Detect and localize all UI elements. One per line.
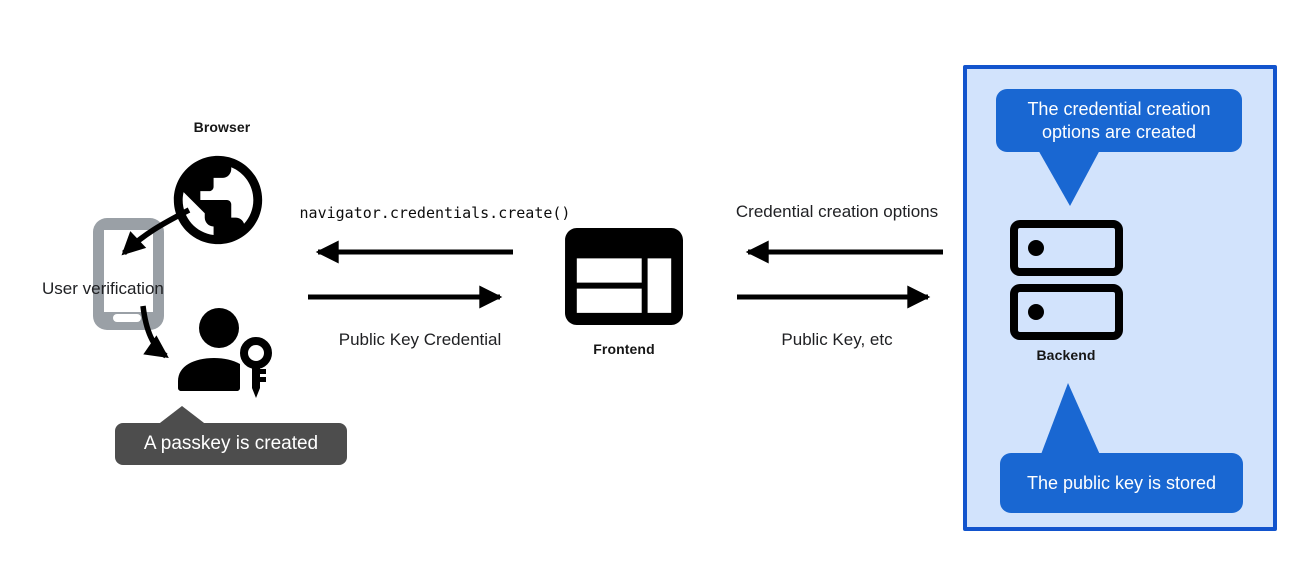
browser-label: Browser	[193, 119, 251, 135]
passkey-created-tooltip: A passkey is created	[115, 423, 347, 465]
smartphone-icon	[93, 218, 164, 330]
public-key-credential-label: Public Key Credential	[338, 330, 502, 349]
user-verification-label: User verification	[42, 279, 164, 298]
public-key-stored-bubble: The public key is stored	[1000, 453, 1243, 513]
globe-browser-icon	[173, 155, 263, 245]
credential-creation-options-label: Credential creation options	[735, 202, 939, 221]
navigator-credentials-create-label: navigator.credentials.create()	[299, 204, 571, 222]
backend-label: Backend	[1036, 347, 1096, 363]
person-key-icon	[178, 308, 272, 398]
backend-server-icon	[1010, 220, 1123, 340]
public-key-etc-label: Public Key, etc	[781, 330, 893, 349]
frontend-window-icon	[565, 228, 683, 325]
credential-options-bubble: The credential creation options are crea…	[996, 89, 1242, 152]
frontend-label: Frontend	[593, 341, 655, 357]
